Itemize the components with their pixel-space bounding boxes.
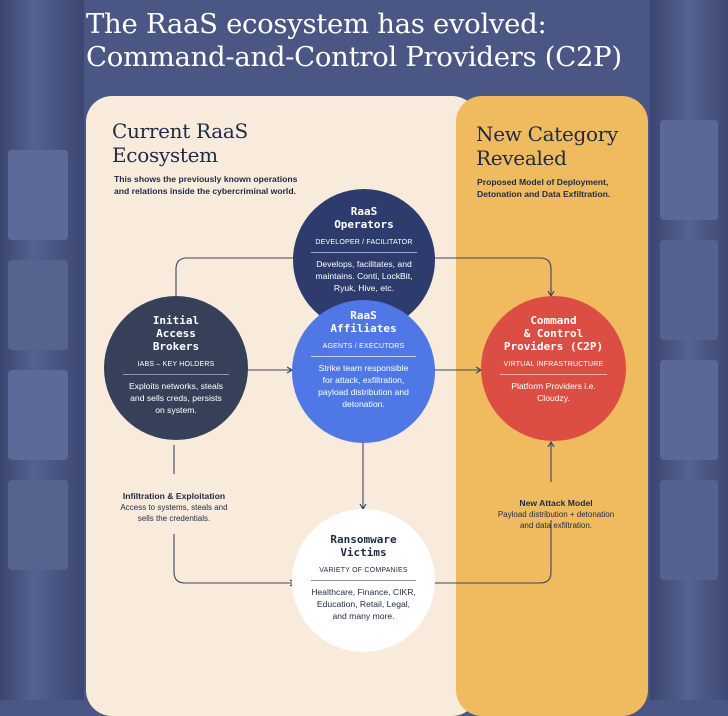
- initial-access-brokers-divider: [122, 374, 230, 375]
- c2p-role: VIRTUAL INFRASTRUCTURE: [503, 361, 604, 368]
- ransomware-victims-node: Ransomware Victims VARIETY OF COMPANIES …: [292, 509, 435, 652]
- background-server-rack-left: [0, 0, 84, 700]
- background-rack-slot: [8, 370, 68, 460]
- raas-operators-desc-line-2: maintains. Conti, LockBit,: [315, 271, 413, 281]
- raas-operators-divider: [311, 252, 417, 253]
- new-category-desc-line-2: Detonation and Data Exfiltration.: [477, 189, 611, 199]
- background-rack-slot: [8, 480, 68, 570]
- attack-model-title: New Attack Model: [519, 498, 593, 508]
- current-ecosystem-heading-line-1: Current RaaS: [112, 119, 248, 143]
- current-ecosystem-desc-line-1: This shows the previously known operatio…: [114, 174, 298, 184]
- raas-affiliates-divider: [310, 356, 417, 357]
- initial-access-brokers-node: Initial Access Brokers IABS – KEY HOLDER…: [104, 296, 248, 440]
- link-brokers-to-victims-lower: [173, 534, 297, 587]
- c2p-title: Command & Control Providers (C2P): [503, 314, 604, 353]
- connector-lines: [172, 257, 555, 587]
- current-ecosystem-desc-line-2: and relations inside the cybercriminal w…: [114, 186, 296, 196]
- initial-access-brokers-desc-line-1: Exploits networks, steals: [128, 381, 224, 391]
- raas-affiliates-role: AGENTS / EXECUTORS: [322, 343, 405, 350]
- c2p-desc-line-1: Platform Providers i.e.: [511, 381, 596, 391]
- ransomware-victims-role: VARIETY OF COMPANIES: [319, 567, 408, 574]
- background-rack-slot: [660, 480, 718, 580]
- c2p-desc-line-2: Cloudzy.: [537, 393, 570, 403]
- background-rack-slot: [660, 240, 718, 340]
- new-category-description: Proposed Model of Deployment, Detonation…: [477, 176, 610, 200]
- infiltration-desc-line-1: Access to systems, steals and: [120, 503, 228, 512]
- ransomware-victims-divider: [310, 580, 417, 581]
- background-rack-slot: [660, 120, 718, 220]
- raas-affiliates-desc-line-4: detonation.: [342, 399, 385, 409]
- ransomware-victims-description: Healthcare, Finance, CIKR, Education, Re…: [311, 586, 416, 622]
- infiltration-desc-line-2: sells the credentials.: [137, 514, 211, 523]
- background-server-rack-right: [650, 0, 728, 700]
- raas-operators-description: Develops, facilitates, and maintains. Co…: [316, 258, 413, 294]
- raas-affiliates-node: RaaS Affiliates AGENTS / EXECUTORS Strik…: [292, 300, 435, 443]
- initial-access-brokers-desc-line-3: on system.: [155, 405, 197, 415]
- attack-model-desc-line-2: and data exfiltration.: [519, 521, 593, 530]
- c2p-description: Platform Providers i.e. Cloudzy.: [511, 380, 596, 404]
- raas-affiliates-title: RaaS Affiliates: [330, 309, 397, 335]
- initial-access-brokers-title: Initial Access Brokers: [152, 314, 200, 353]
- new-category-heading-line-2: Revealed: [476, 146, 567, 170]
- initial-access-brokers-role: IABS – KEY HOLDERS: [137, 361, 215, 368]
- raas-affiliates-desc-line-2: for attack, exfiltration,: [322, 375, 405, 385]
- background-rack-slot: [660, 360, 718, 460]
- c2p-divider: [499, 374, 608, 375]
- raas-operators-desc-line-1: Develops, facilitates, and: [316, 259, 412, 269]
- new-category-heading: New Category Revealed: [476, 122, 618, 170]
- infiltration-annotation: Infiltration & Exploitation Access to sy…: [96, 490, 252, 524]
- ransomware-victims-desc-line-1: Healthcare, Finance, CIKR,: [311, 587, 416, 597]
- current-ecosystem-heading-line-2: Ecosystem: [112, 143, 218, 167]
- background-rack-slot: [8, 260, 68, 350]
- link-operators-to-c2p: [433, 257, 555, 298]
- initial-access-brokers-desc-line-2: and sells creds, persists: [130, 393, 222, 403]
- c2p-node: Command & Control Providers (C2P) VIRTUA…: [481, 296, 626, 441]
- attack-model-desc-line-1: Payload distribution + detonation: [497, 510, 615, 519]
- raas-operators-title: RaaS Operators: [334, 205, 394, 231]
- page-title: The RaaS ecosystem has evolved: Command-…: [86, 8, 716, 74]
- page-title-line-1: The RaaS ecosystem has evolved:: [86, 8, 547, 40]
- attack-model-annotation: New Attack Model Payload distribution + …: [482, 497, 630, 531]
- link-victims-to-c2p: [431, 520, 552, 584]
- raas-affiliates-description: Strike team responsible for attack, exfi…: [318, 362, 409, 410]
- ransomware-victims-desc-line-2: Education, Retail, Legal,: [316, 599, 411, 609]
- ransomware-victims-title: Ransomware Victims: [330, 533, 397, 559]
- new-category-heading-line-1: New Category: [476, 122, 619, 146]
- ransomware-victims-desc-line-3: and many more.: [332, 611, 395, 621]
- current-ecosystem-description: This shows the previously known operatio…: [114, 173, 297, 197]
- raas-affiliates-desc-line-3: payload distribution and: [318, 387, 409, 397]
- raas-operators-desc-line-3: Ryuk, Hive, etc.: [333, 283, 395, 293]
- link-brokers-to-operators: [172, 257, 294, 302]
- page-title-line-2: Command-and-Control Providers (C2P): [86, 41, 622, 73]
- new-category-desc-line-1: Proposed Model of Deployment,: [477, 177, 609, 187]
- raas-operators-role: DEVELOPER / FACILITATOR: [315, 239, 413, 246]
- initial-access-brokers-description: Exploits networks, steals and sells cred…: [129, 380, 223, 416]
- infiltration-title: Infiltration & Exploitation: [122, 491, 226, 501]
- current-ecosystem-heading: Current RaaS Ecosystem: [112, 119, 248, 167]
- raas-affiliates-desc-line-1: Strike team responsible: [318, 363, 409, 373]
- background-rack-slot: [8, 150, 68, 240]
